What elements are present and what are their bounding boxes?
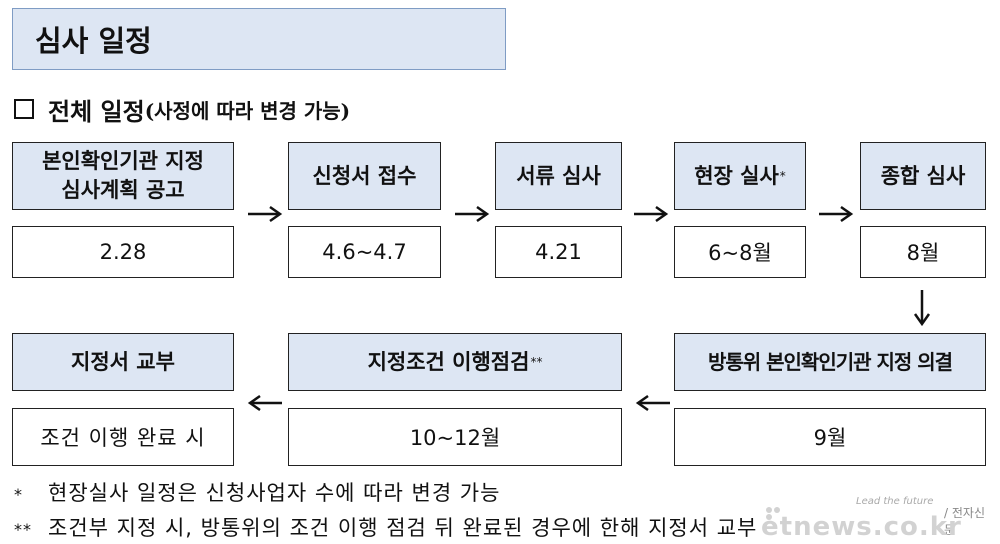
stage-announcement-line2: 심사계획 공고 (61, 178, 185, 202)
watermark-paper: / 전자신문 (944, 506, 985, 537)
arrow-right-icon (819, 205, 854, 223)
date-application: 4.6~4.7 (288, 226, 441, 278)
checkbox-icon (14, 99, 34, 119)
stage-document-review: 서류 심사 (495, 142, 622, 210)
date-document-review: 4.21 (495, 226, 622, 278)
subtitle-note: (사정에 따라 변경 가능) (144, 98, 351, 123)
footnote-mark: * (14, 485, 23, 504)
subtitle-main: 전체 일정 (48, 96, 145, 126)
stage-condition-check-label: 지정조건 이행점검 (367, 350, 530, 374)
stage-application-label: 신청서 접수 (312, 164, 417, 188)
stage-kcc-resolution: 방통위 본인확인기관 지정 의결 (674, 333, 986, 391)
footnote-text: 현장실사 일정은 신청사업자 수에 따라 변경 가능 (48, 481, 501, 505)
watermark: Lead the future / 전자신문 etnews.co.kr (761, 496, 996, 542)
stage-document-review-label: 서류 심사 (516, 164, 601, 188)
stage-condition-check-mark: ** (530, 355, 543, 369)
footnote-conditional: ** 조건부 지정 시, 방통위의 조건 이행 점검 뒤 완료된 경우에 한해 지… (14, 512, 757, 542)
arrow-right-icon (634, 205, 669, 223)
footnote-text: 조건부 지정 시, 방통위의 조건 이행 점검 뒤 완료된 경우에 한해 지정서… (48, 516, 758, 540)
watermark-dots-icon (766, 507, 780, 520)
schedule-subtitle: 전체 일정 (사정에 따라 변경 가능) (14, 92, 350, 126)
stage-certificate-issue-label: 지정서 교부 (71, 350, 175, 374)
watermark-brand: etnews.co.kr (761, 512, 962, 542)
stage-application: 신청서 접수 (288, 142, 441, 210)
stage-certificate-issue: 지정서 교부 (12, 333, 234, 391)
stage-comprehensive-review: 종합 심사 (860, 142, 986, 210)
stage-announcement: 본인확인기관 지정 심사계획 공고 (12, 142, 234, 210)
arrow-left-icon (247, 394, 282, 412)
date-comprehensive-review: 8월 (860, 226, 986, 278)
footnote-mark: ** (14, 520, 32, 539)
date-certificate-issue: 조건 이행 완료 시 (12, 408, 234, 466)
arrow-right-icon (248, 205, 283, 223)
stage-site-inspection: 현장 실사* (674, 142, 806, 210)
page-title: 심사 일정 (12, 8, 506, 70)
date-condition-check: 10~12월 (288, 408, 622, 466)
stage-comprehensive-review-label: 종합 심사 (880, 164, 966, 188)
arrow-left-icon (635, 394, 670, 412)
watermark-tagline: Lead the future (856, 496, 934, 507)
page-title-text: 심사 일정 (35, 24, 152, 58)
stage-site-inspection-label: 현장 실사 (694, 164, 779, 188)
arrow-right-icon (455, 205, 490, 223)
footnote-site-inspection: * 현장실사 일정은 신청사업자 수에 따라 변경 가능 (14, 477, 500, 507)
arrow-down-icon (913, 290, 931, 327)
date-kcc-resolution: 9월 (674, 408, 986, 466)
stage-condition-check: 지정조건 이행점검** (288, 333, 622, 391)
stage-kcc-resolution-label: 방통위 본인확인기관 지정 의결 (707, 350, 953, 374)
date-site-inspection: 6~8월 (674, 226, 806, 278)
date-announcement: 2.28 (12, 226, 234, 278)
stage-site-inspection-mark: * (779, 169, 786, 183)
stage-announcement-line1: 본인확인기관 지정 (42, 149, 204, 173)
